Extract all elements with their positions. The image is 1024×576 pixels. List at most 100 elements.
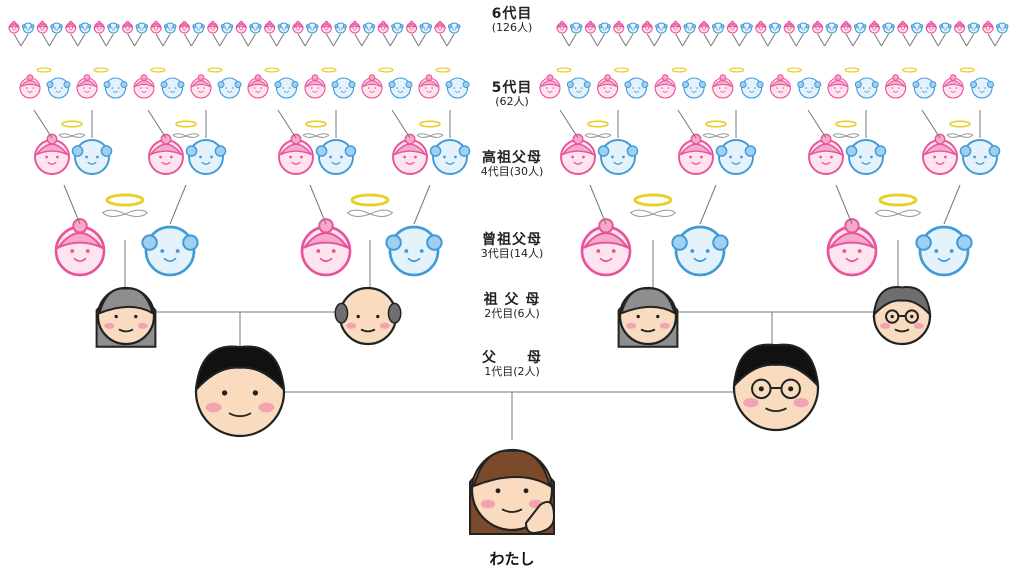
eye-left [900,27,902,29]
hair-bun [377,23,390,29]
eye-left [715,27,718,29]
gen4-ancestor-0-1 [71,139,113,175]
gen5-ancestor-1-13 [912,77,937,99]
mouth [228,412,252,418]
eye-left [644,27,647,29]
eye-right [29,27,31,29]
hair-top-bun [815,20,820,25]
eye-right [300,155,303,159]
eye-left [111,87,114,89]
eye-right [622,155,625,159]
hair-side-right [987,81,994,88]
gen3-link [835,184,853,225]
gen6-ancestor-42 [697,20,711,34]
gen6-ancestor-26 [377,20,390,34]
gen5-ancestor-0-5 [160,77,185,99]
eye-left [546,87,548,89]
gen6-ancestor-19 [277,22,291,34]
hair-top-bun [267,20,272,25]
head-outline [674,225,726,277]
eye-left [267,27,269,29]
hair-side-left [220,24,225,29]
gen5-ancestor-1-6 [712,74,734,99]
gen6-ancestor-28 [405,20,418,34]
eye-right [327,27,329,29]
mouth [69,29,73,31]
gen4-halo-icon [419,120,441,128]
eye-left [690,249,695,253]
hair-bun [235,23,248,29]
hair-top-bun [598,218,614,234]
hair-side-right [641,81,649,88]
eye-right [398,27,400,29]
wing-right-icon [896,209,922,217]
gen4-count: 4代目(30人) [480,165,544,179]
eye-left [630,27,633,29]
gen4-ancestor-0-7 [429,139,471,175]
hair-bangs [97,287,155,316]
hair-top-bun [673,20,678,25]
gen6-ancestor-55 [882,22,895,34]
head-outline [971,77,993,99]
mouth [688,29,692,31]
wing-right-icon [651,209,677,217]
hair-side-left [683,24,688,29]
eye-left [891,87,894,89]
eye-right [591,27,593,29]
gen6-link [880,33,890,47]
gen6-link [568,33,577,47]
eye-left [451,27,454,29]
hair-side-left [995,24,1000,29]
gen6-ancestor-35 [598,22,611,34]
eye-left [573,27,576,29]
hair-side-left [797,81,805,88]
eye-left [819,155,822,159]
eye-left [659,27,661,29]
eye-right [317,87,320,89]
gen6-ancestor-20 [291,20,305,34]
eye-left [999,27,1002,29]
gen6-ancestor-44 [726,20,739,34]
hair-side-right [182,234,199,251]
eye-right [944,155,947,159]
hair-bun [190,80,212,88]
eye-left [425,87,427,89]
wing-right-icon [958,133,974,138]
eye-left [574,87,577,89]
wing-right-icon [70,133,86,138]
hair [732,343,820,389]
hair-top-bun [438,20,442,25]
gen5-ancestor-0-7 [217,77,242,99]
wing-left-icon [101,209,127,217]
gen6-link [269,33,278,47]
gen6-link [767,33,776,47]
hair-bun [121,23,134,29]
gen6-ancestor-10 [149,20,163,34]
eye-left [281,27,284,29]
eye-right [861,27,863,29]
hair-bun [263,23,276,29]
hair-side-left [910,24,915,29]
eye-right [917,27,920,29]
hair-bun [669,23,682,29]
hair-top-bun [160,133,172,145]
mouth [691,161,701,165]
mouth [950,90,956,93]
hair-side-right [626,145,639,157]
gen3-link [943,184,961,225]
mouth [576,90,582,93]
eye-left [928,27,931,29]
gen6-link [98,33,107,47]
hair-side-left [939,24,944,29]
gen6-ancestor-34 [584,20,597,34]
eye-right [100,27,102,29]
gen6-ancestor-25 [362,22,376,34]
eye-right [1003,27,1005,29]
eye-right [345,87,348,89]
gen5-ancestor-0-9 [274,77,299,99]
eye-right [605,27,607,29]
eye-left [971,27,973,29]
gen6-ancestor-39 [655,22,668,34]
eye-left [70,249,75,253]
gen6-ancestor-32 [555,20,569,34]
